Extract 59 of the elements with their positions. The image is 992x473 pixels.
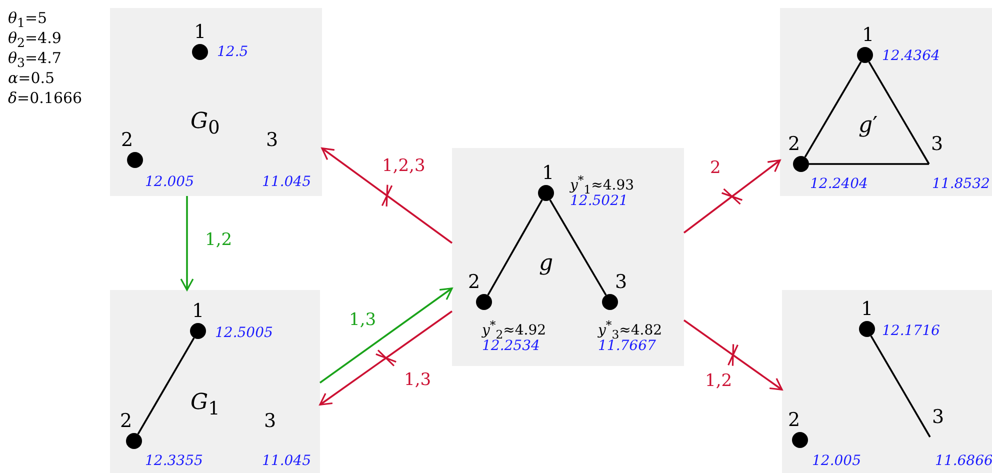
vertex-number: 3 [614,271,628,293]
node-value: 12.5005 [215,324,273,342]
arrow [318,310,453,406]
parameter-label: δ=0.1666 [8,88,82,108]
graph-label: G$_{0}$ [190,109,220,140]
vertex-number: 1 [860,298,874,320]
vertex-number: 3 [930,406,946,428]
graph-label: g′ [858,113,878,139]
vertex-number: 2 [118,410,134,432]
edge-label: 1,3 [403,370,432,390]
node-value: 12.005 [812,452,861,470]
edge-line [804,61,862,158]
arrow [683,159,782,234]
vertex-number: 1 [540,162,556,184]
graph-label: g [539,251,554,277]
vertex-number: 2 [786,409,802,431]
graph-panel [782,290,992,473]
node-value: 11.045 [262,452,311,470]
arrow [320,147,453,244]
edge-line [549,199,607,296]
edge-label: 1,2 [704,371,734,391]
vertex-number: 3 [262,410,278,432]
node-value: 12.4364 [882,47,940,65]
node-value: 11.045 [262,173,311,191]
graph-label: G$_{1}$ [190,390,220,422]
node-value: 11.6866 [935,452,992,470]
vertex-number: 1 [192,21,208,43]
node-value: 12.005 [145,173,194,191]
vertex-number: 3 [264,129,280,151]
vertex-number: 2 [466,271,482,293]
edge-line [487,200,543,296]
graph-panel [452,148,684,366]
node-value: 12.1716 [882,322,940,340]
graph-panel [780,8,992,196]
edge-line [868,61,930,164]
edge-label: 1,2 [204,230,234,250]
vertex-number: 3 [930,133,944,155]
arrow [683,320,784,391]
graph-panel [110,8,322,196]
arrow [180,196,194,291]
edge-label: 2 [709,158,722,178]
vertex-number: 1 [860,24,876,46]
graph-panel [110,290,320,473]
edge-line [870,335,931,438]
vertex-number: 2 [786,133,802,155]
node-value: 12.2534 [482,338,540,355]
node-value: 12.2404 [810,175,868,193]
vertex-number: 2 [120,129,134,151]
edge-label: 1,2,3 [381,156,426,176]
edge-label: 1,3 [348,310,378,330]
node-value: 11.8532 [932,175,990,193]
node-value: 12.5 [217,43,248,61]
edge-line [137,337,195,435]
node-value: 11.7667 [598,338,656,355]
node-value: 12.5021 [570,193,628,210]
vertex-number: 1 [190,300,206,322]
arrow [319,287,453,384]
node-value: 12.3355 [145,452,203,470]
edge-line [809,163,929,165]
